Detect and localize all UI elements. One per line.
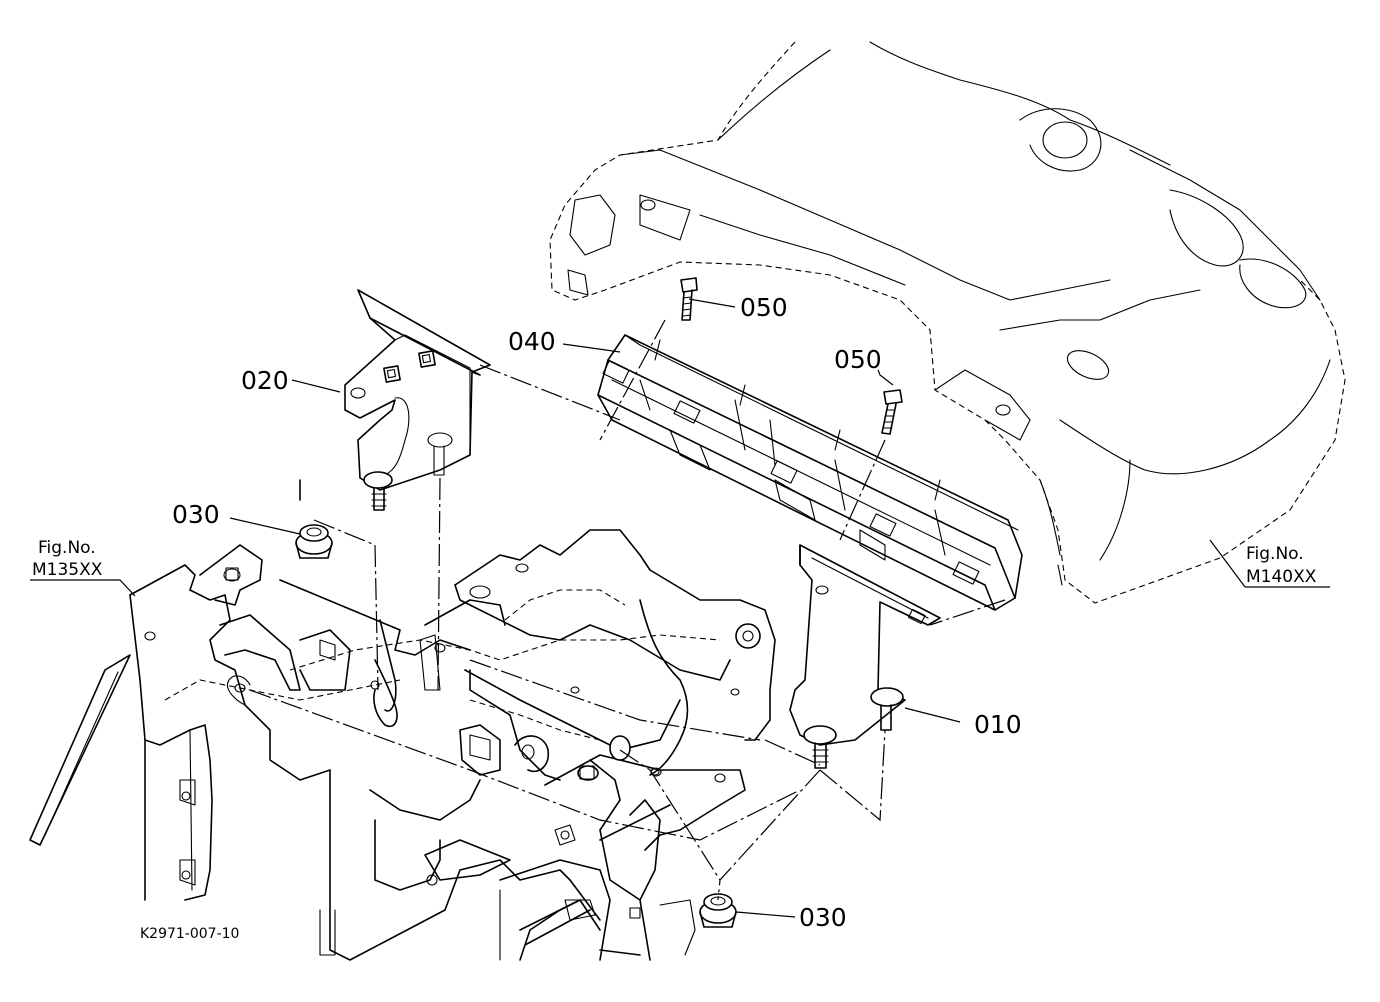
ref-right-label: Fig.No. [1246,544,1304,564]
part-010-bracket-right [789,544,941,769]
frame-structure [29,479,776,961]
figure-references: Fig.No. M135XX Fig.No. M140XX [32,538,1317,587]
part-030-nut-upper [295,524,333,559]
callout-labels: 050 050 040 020 030 010 030 [172,293,1022,932]
ref-left-label: Fig.No. [38,538,96,558]
dashboard-cover [549,41,1346,604]
callout-050-lower: 050 [834,345,882,374]
callout-030-lower: 030 [799,903,847,932]
ref-right-code: M140XX [1246,567,1317,587]
part-050-screw-upper [680,277,698,321]
part-020-bracket-left [344,289,491,511]
part-050-screw-lower [881,389,903,435]
callout-030-upper: 030 [172,500,220,529]
callout-010: 010 [974,710,1022,739]
callout-020: 020 [241,366,289,395]
drawing-code: K2971-007-10 [140,926,239,942]
leader-lines [30,298,1330,918]
ref-left-code: M135XX [32,560,103,580]
part-040-instrument-panel [597,334,1023,611]
callout-050-upper: 050 [740,293,788,322]
assembly-center-lines [249,319,1006,901]
callout-040: 040 [508,327,556,356]
